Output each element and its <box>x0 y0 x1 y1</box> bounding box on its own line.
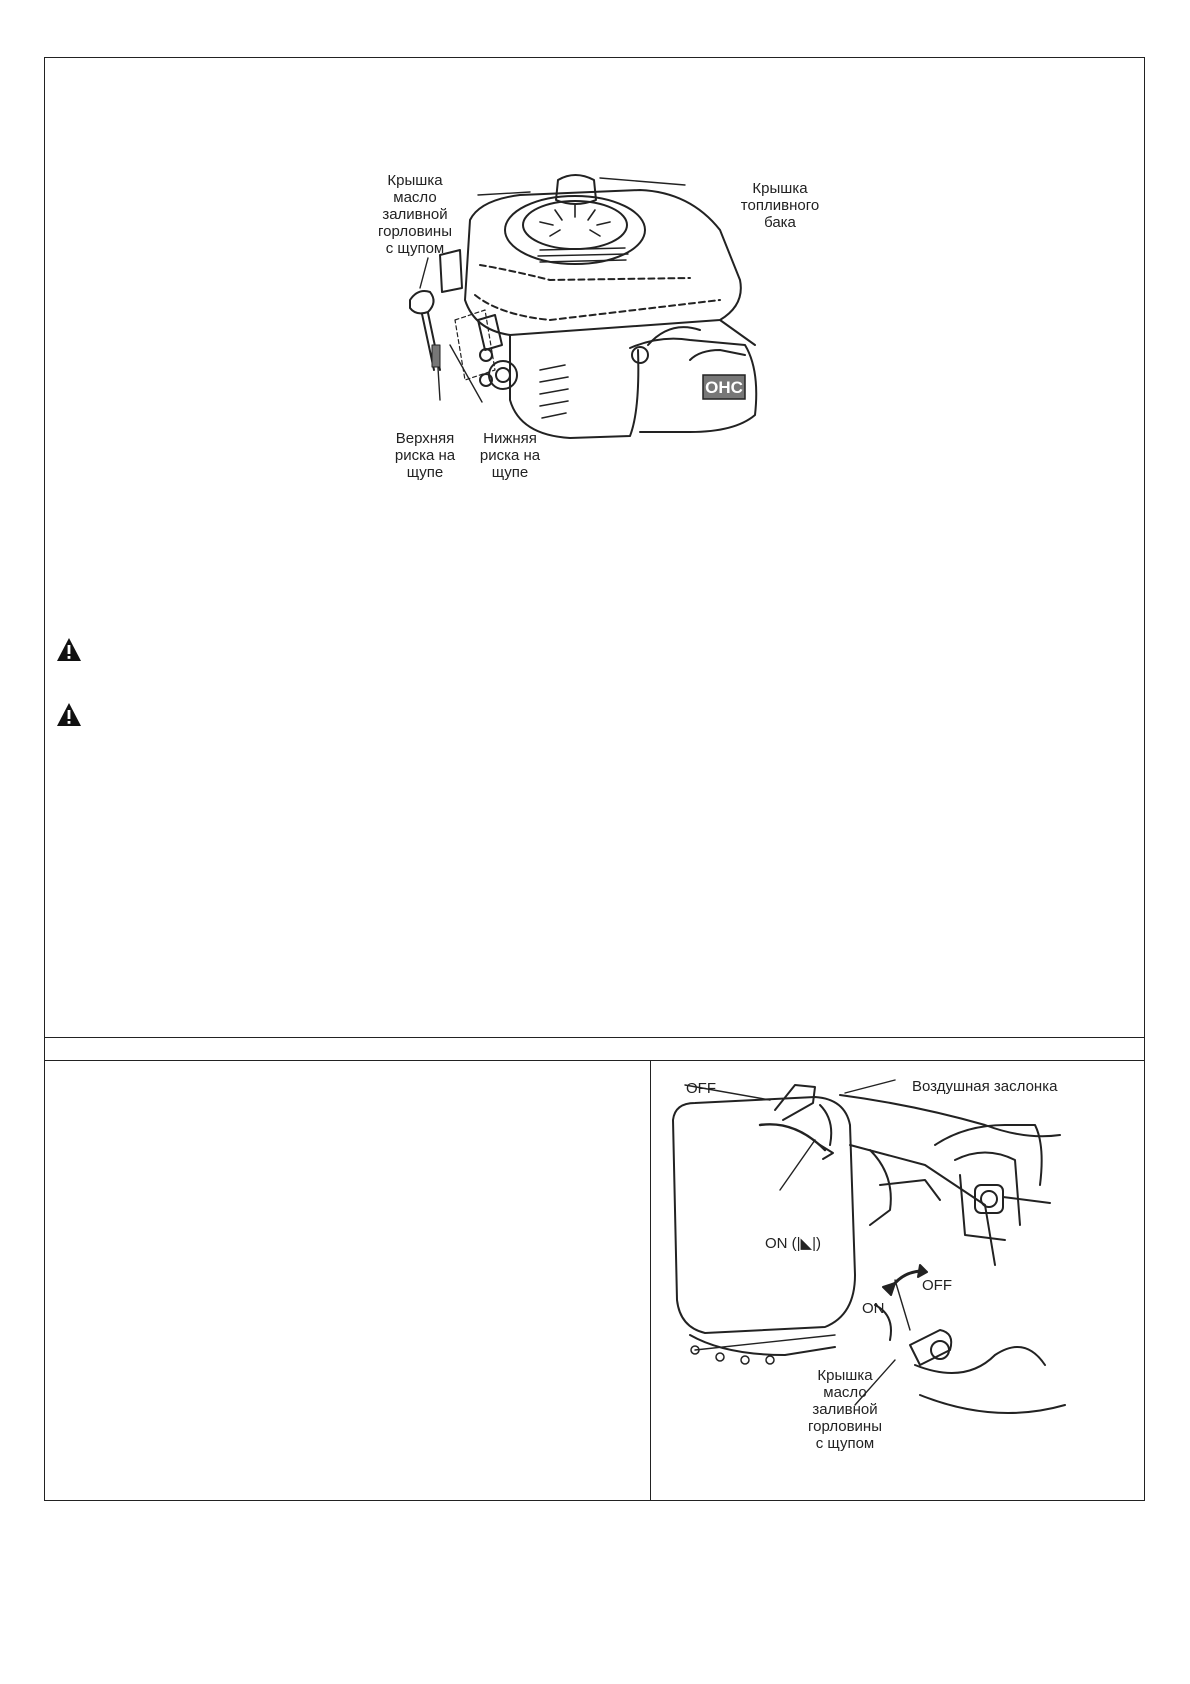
label-oil-cap-bottom: Крышка масло заливной горловины с щупом <box>808 1367 882 1452</box>
label-choke: Воздушная заслонка <box>912 1078 1058 1095</box>
label-off-fuel: OFF <box>922 1277 952 1294</box>
label-on-fuel: ON <box>862 1300 885 1317</box>
ohc-label: OHC <box>705 378 743 397</box>
ohc-badge <box>702 374 746 400</box>
label-lower-mark: Нижняя риска на щупе <box>479 430 541 481</box>
page-frame <box>44 57 1145 1501</box>
engine-drawing: OHC <box>409 174 758 439</box>
label-off-top: OFF <box>686 1080 716 1097</box>
engine-figure: OHC <box>390 170 810 500</box>
label-oil-cap-top: Крышка масло заливной горловины с щупом <box>378 172 452 257</box>
table-divider-header <box>44 1060 1145 1061</box>
label-upper-mark: Верхняя риска на щупе <box>394 430 456 481</box>
controls-figure <box>665 1065 1085 1465</box>
controls-drawing <box>672 1079 1066 1414</box>
label-fuel-cap: Крышка топливного бака <box>740 180 820 231</box>
warning-triangle-icon <box>57 638 81 661</box>
label-on-choke: ON (|◣|) <box>765 1235 821 1252</box>
warning-triangle-icon <box>57 703 81 726</box>
table-column-divider <box>650 1060 651 1501</box>
table-divider-top <box>44 1037 1145 1038</box>
